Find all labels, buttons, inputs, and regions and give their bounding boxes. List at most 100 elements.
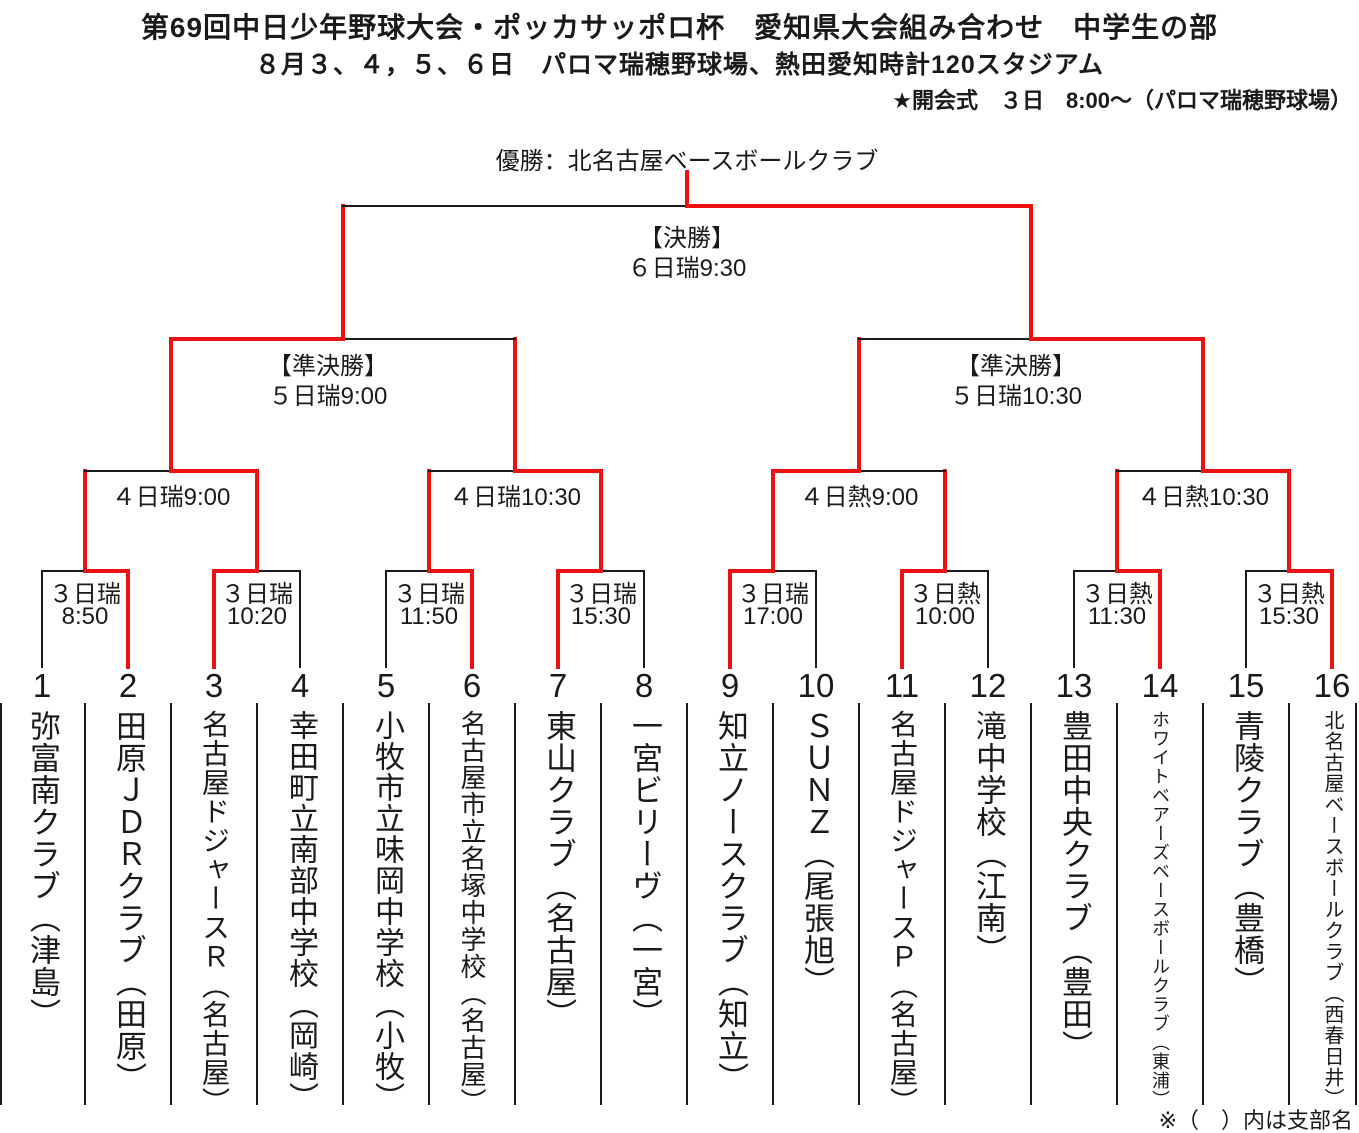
winner-line-qf xyxy=(1201,469,1291,473)
team-number: 16 xyxy=(1313,667,1351,704)
game-venue-label: ３日瑞 xyxy=(565,581,637,608)
team-name: 滝中学校（江南） xyxy=(971,710,1006,966)
column-divider xyxy=(1030,703,1032,1105)
team-name: 北名古屋ベースボールクラブ（西春日井） xyxy=(1321,710,1343,1109)
winner-line-r1 xyxy=(83,569,130,573)
winner-line-r1 xyxy=(212,569,259,573)
advance-line-to-qf xyxy=(427,469,431,573)
team-number: 8 xyxy=(634,667,654,704)
team-line xyxy=(815,570,817,668)
winner-line-qf xyxy=(169,469,259,473)
final-title: 【決勝】 xyxy=(639,225,735,252)
team-line xyxy=(126,569,130,669)
team-name: ホワイトベアーズベースボールクラブ（東浦） xyxy=(1150,710,1170,1109)
final-time-label: ６日瑞9:30 xyxy=(627,255,747,282)
column-divider xyxy=(1288,703,1290,1105)
winner-line-sf xyxy=(169,337,345,341)
team-name: 小牧市立味岡中学校（小牧） xyxy=(370,710,403,1113)
team-name: 名古屋ドジャースＰ（名古屋） xyxy=(887,710,918,1116)
winner-line-qf xyxy=(771,469,861,473)
team-number: 2 xyxy=(118,667,138,704)
team-name: 田原ＪＤＲクラブ（田原） xyxy=(111,710,146,1094)
team-line xyxy=(728,569,732,669)
game-time-label: 11:30 xyxy=(1087,603,1147,630)
game-venue-label: ３日瑞 xyxy=(49,581,121,608)
team-line xyxy=(987,570,989,668)
winner-line-r1 xyxy=(1115,569,1162,573)
winner-line-final xyxy=(685,204,1033,208)
team-line xyxy=(1245,570,1247,668)
page-subtitle: ８月３、４，５、６日 パロマ瑞穂野球場、熱田愛知時計120スタジアム xyxy=(255,51,1104,79)
game-venue-label: ３日熱 xyxy=(1253,581,1325,608)
team-line xyxy=(299,570,301,668)
game-venue-label: ３日熱 xyxy=(909,581,981,608)
sf-title: 【準決勝】 xyxy=(956,353,1076,380)
team-name: 名古屋ドジャースＲ（名古屋） xyxy=(199,710,230,1116)
team-line xyxy=(1073,570,1075,668)
team-number: 10 xyxy=(797,667,835,704)
team-line xyxy=(385,570,387,668)
qf-label: ４日瑞9:00 xyxy=(111,484,231,511)
column-divider xyxy=(944,703,946,1105)
qf-label: ４日熱9:00 xyxy=(799,484,919,511)
qf-label: ４日瑞10:30 xyxy=(448,484,582,511)
advance-line-to-final xyxy=(341,204,345,341)
team-line xyxy=(643,570,645,668)
winner-line-r1 xyxy=(427,569,474,573)
winner-line-r1 xyxy=(728,569,775,573)
game-time-label: 10:20 xyxy=(226,603,288,630)
advance-line-to-qf xyxy=(599,469,603,573)
team-name: 一宮ビリーヴ（一宮） xyxy=(627,710,662,1030)
sf-time-label: ５日瑞9:00 xyxy=(268,383,388,410)
team-name: 名古屋市立名塚中学校（名古屋） xyxy=(457,710,487,1115)
page-title: 第69回中日少年野球大会・ポッカサッポロ杯 愛知県大会組み合わせ 中学生の部 xyxy=(140,12,1219,43)
column-divider xyxy=(84,703,86,1105)
qf-label: ４日熱10:30 xyxy=(1136,484,1270,511)
team-number: 1 xyxy=(32,667,52,704)
game-venue-label: ３日瑞 xyxy=(221,581,293,608)
sf-title: 【準決勝】 xyxy=(268,353,388,380)
team-line xyxy=(900,569,904,669)
column-divider xyxy=(1116,703,1118,1105)
column-divider xyxy=(170,703,172,1105)
winner-line-sf xyxy=(1029,337,1205,341)
advance-line-to-qf xyxy=(1115,469,1119,573)
team-name: 東山クラブ（名古屋） xyxy=(541,710,576,1030)
team-number: 3 xyxy=(204,667,224,704)
team-name: 知立ノースクラブ（知立） xyxy=(713,710,748,1094)
game-time-label: 15:30 xyxy=(570,603,632,630)
advance-line-to-sf xyxy=(169,337,173,473)
team-number: 13 xyxy=(1055,667,1093,704)
team-number: 7 xyxy=(548,667,568,704)
team-number: 6 xyxy=(462,667,482,704)
team-number: 5 xyxy=(376,667,396,704)
game-time-label: 17:00 xyxy=(742,603,804,630)
advance-line-to-qf xyxy=(255,469,259,573)
team-number: 15 xyxy=(1227,667,1265,704)
team-number: 14 xyxy=(1141,667,1179,704)
team-number: 12 xyxy=(969,667,1007,704)
game-venue-label: ３日瑞 xyxy=(393,581,465,608)
team-name: ＳＵＮＺ（尾張旭） xyxy=(799,710,834,998)
game-time-label: 15:30 xyxy=(1258,603,1320,630)
advance-line-to-qf xyxy=(943,469,947,573)
column-divider xyxy=(686,703,688,1105)
game-time-label: 8:50 xyxy=(61,603,109,630)
game-venue-label: ３日瑞 xyxy=(737,581,809,608)
team-number: 11 xyxy=(884,667,920,704)
game-time-label: 11:50 xyxy=(399,603,459,630)
column-divider xyxy=(772,703,774,1105)
champion-line xyxy=(685,170,689,208)
advance-line-to-qf xyxy=(1287,469,1291,573)
game-time-label: 10:00 xyxy=(914,603,976,630)
team-number: 4 xyxy=(290,667,310,704)
column-divider xyxy=(1355,703,1357,1105)
winner-line-r1 xyxy=(556,569,603,573)
advance-line-to-sf xyxy=(1201,337,1205,473)
team-line xyxy=(212,569,216,669)
team-line xyxy=(470,569,474,669)
advance-line-to-final xyxy=(1029,204,1033,341)
winner-line-r1 xyxy=(1287,569,1334,573)
team-line xyxy=(556,569,560,669)
team-line xyxy=(1158,569,1162,669)
